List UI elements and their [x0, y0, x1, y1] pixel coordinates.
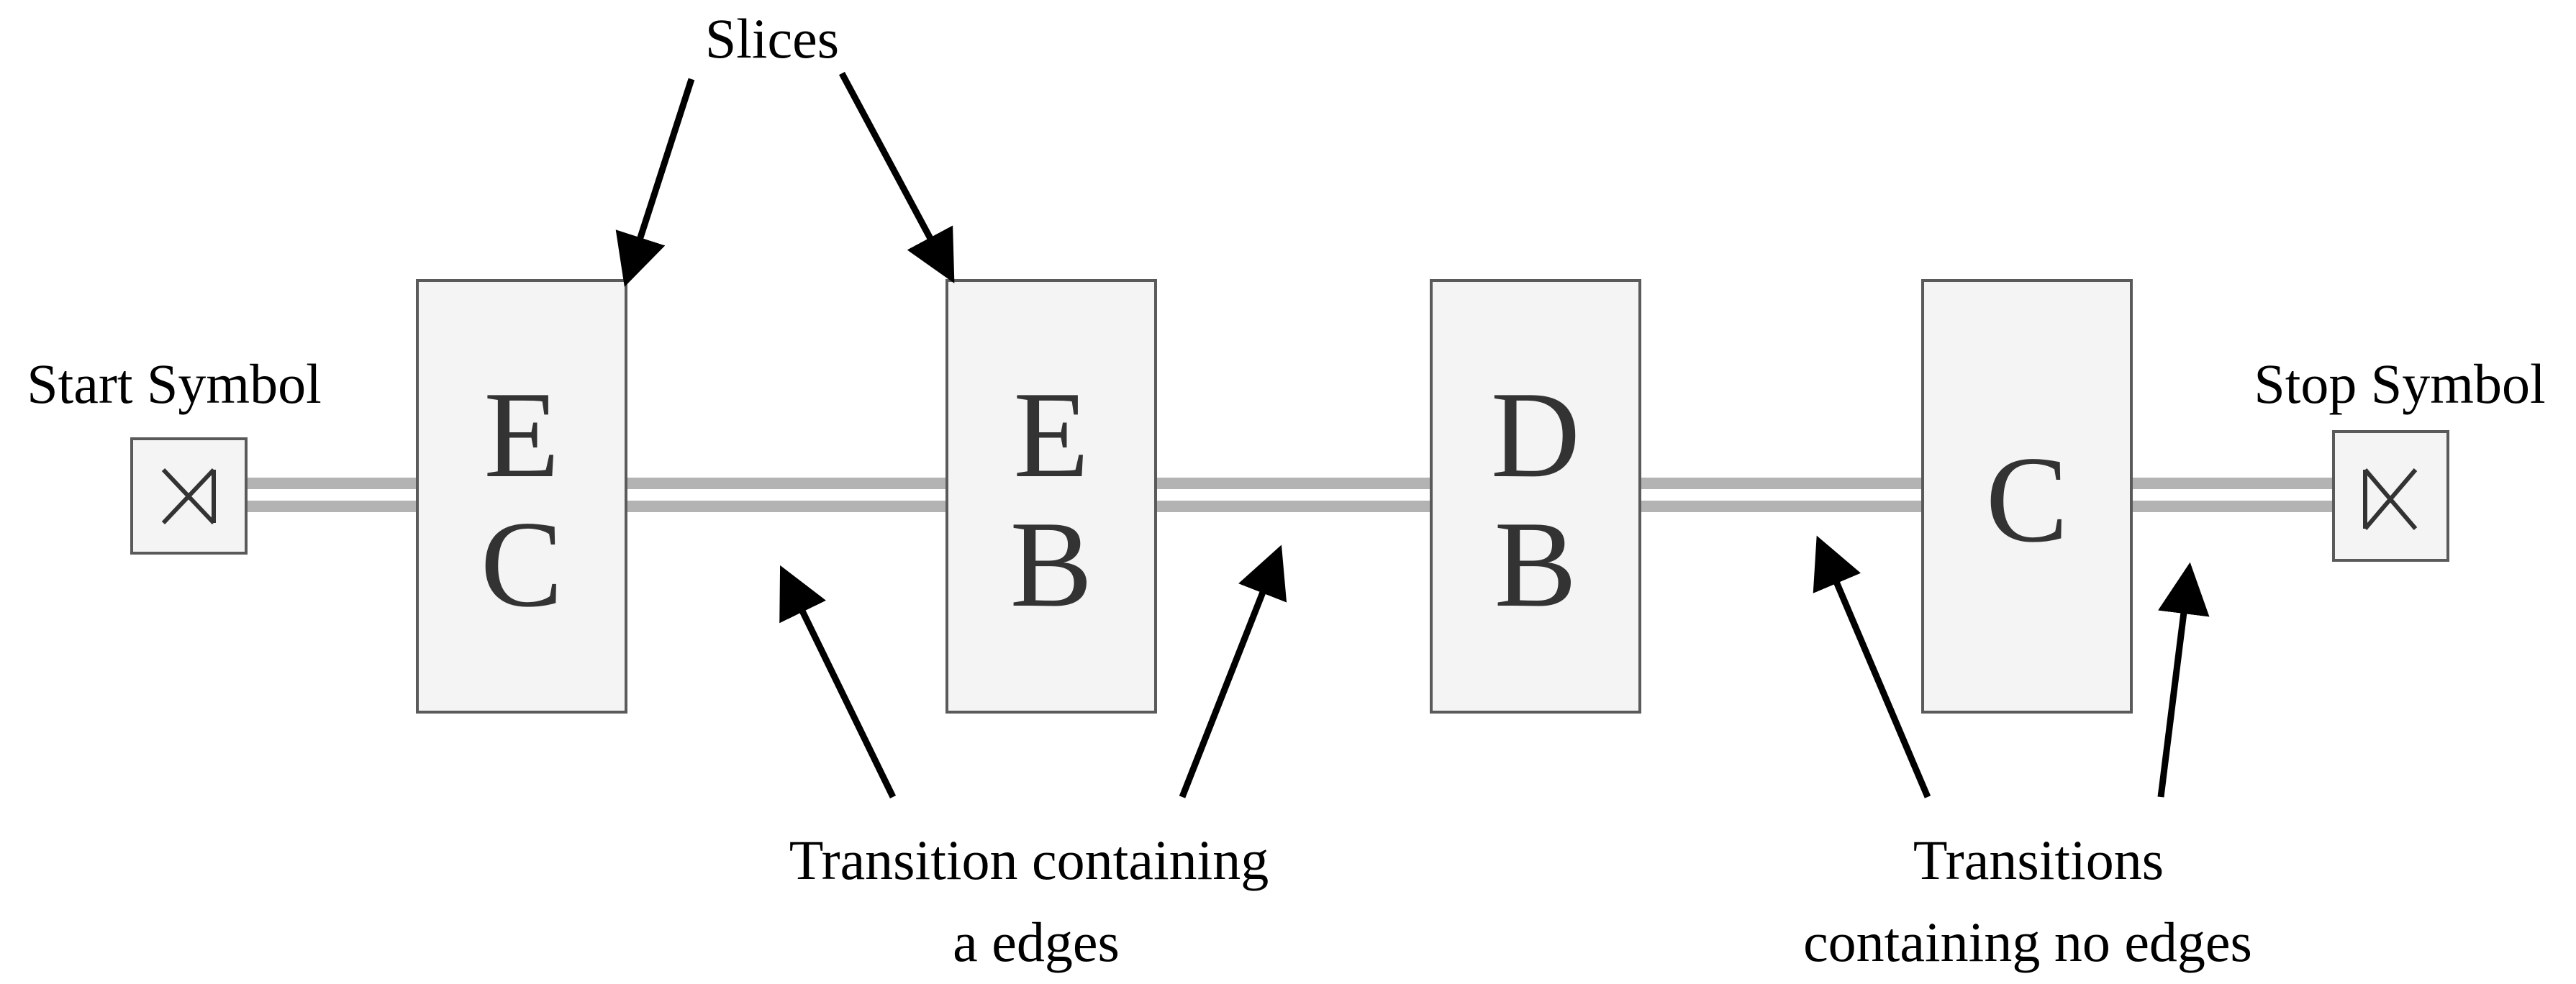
slice-letter: B	[1010, 496, 1093, 633]
slice-letter: E	[1013, 367, 1089, 504]
slice-letter: D	[1491, 367, 1580, 504]
stop-symbol	[2332, 430, 2449, 562]
arrow-no-edge-rail-2	[2157, 562, 2210, 798]
slice-3: D B	[1430, 279, 1641, 714]
slices-label: Slices	[705, 7, 839, 70]
arrow-no-edge-rail-1	[1813, 535, 1931, 798]
arrow-transition1-to-edge-rail	[779, 565, 897, 798]
transition-with-edges-label-line1: Transition containing	[789, 829, 1269, 891]
arrow-slices-to-slice2	[839, 71, 955, 283]
stop-bowtie-icon	[2363, 468, 2418, 530]
arrow-transition2-to-edge-rail	[1179, 545, 1287, 798]
transition-rails	[246, 478, 2334, 512]
slice-2: E B	[945, 279, 1157, 714]
transition-slice2-to-slice3	[1156, 478, 1431, 512]
arrows	[615, 71, 2210, 798]
transition-start-to-slice1	[246, 478, 417, 512]
start-bowtie-icon	[161, 468, 216, 525]
slice-4: C	[1921, 279, 2133, 714]
transitions-no-edges-label-line2: containing no edges	[1803, 911, 2252, 973]
slice-letter: B	[1495, 496, 1577, 633]
transition-slice1-to-slice2	[626, 478, 947, 512]
transition-slice4-to-stop	[2131, 478, 2334, 512]
transition-slice3-to-slice4	[1640, 478, 1923, 512]
stop-symbol-label: Stop Symbol	[2254, 352, 2545, 415]
arrow-slices-to-slice1	[615, 78, 695, 287]
transition-with-edges-label-line2: a edges	[953, 911, 1120, 973]
start-symbol-label: Start Symbol	[27, 352, 322, 415]
slice-letter: C	[1986, 432, 2069, 568]
slice-letter: C	[481, 496, 563, 633]
start-symbol	[130, 437, 248, 555]
slice-letter: E	[484, 367, 559, 504]
transitions-no-edges-label-line1: Transitions	[1913, 829, 2164, 891]
slice-1: E C	[416, 279, 627, 714]
